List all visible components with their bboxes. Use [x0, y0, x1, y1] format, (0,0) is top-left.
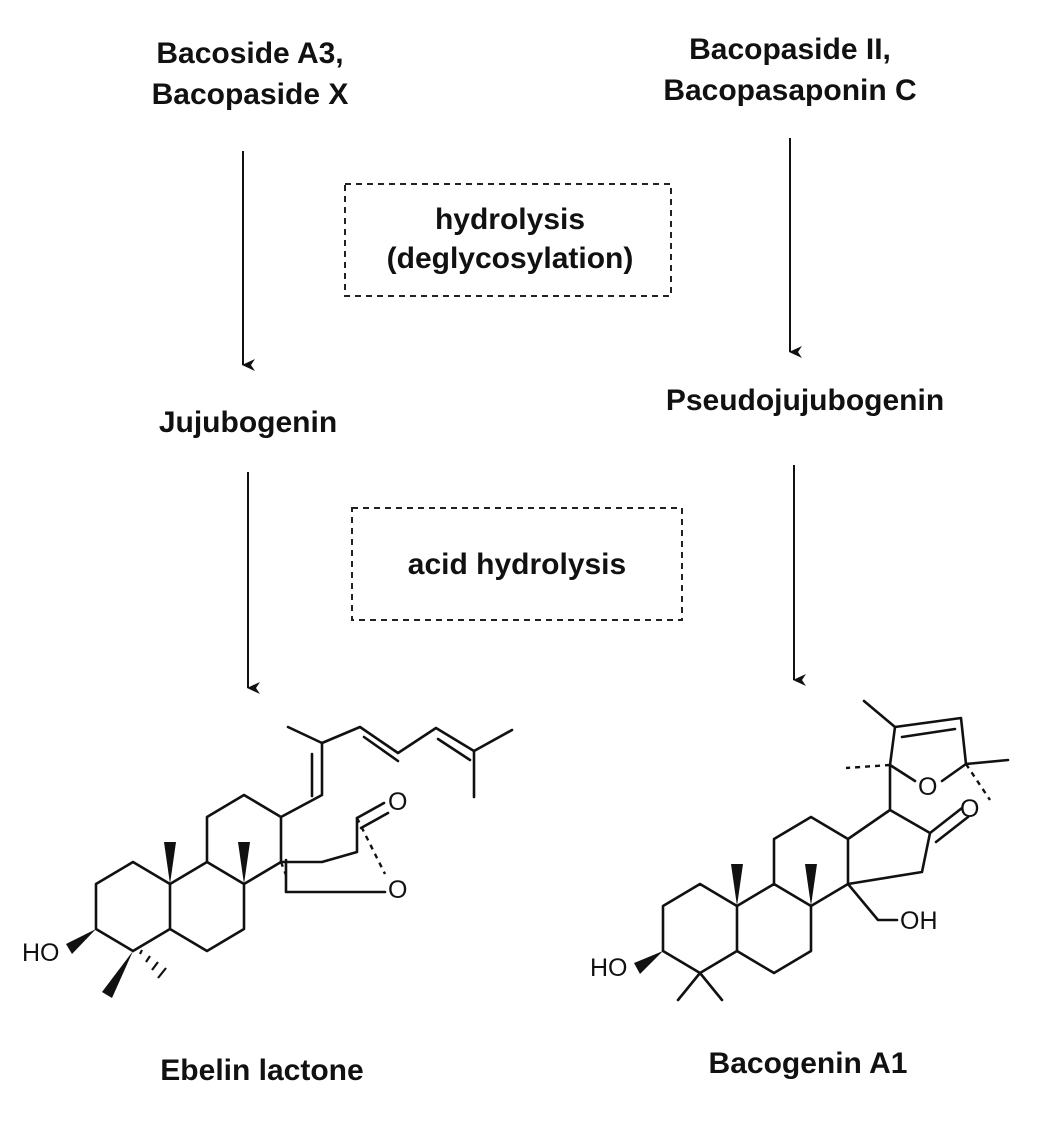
right-start-line-1: Bacopaside II,: [689, 33, 891, 66]
bacogenin-oh-label: OH: [900, 907, 938, 935]
left-start-line-2: Bacopaside X: [152, 78, 349, 111]
left-start-line-1: Bacoside A3,: [156, 37, 343, 70]
ebelin-carbonyl-o: O: [388, 788, 407, 816]
ebelin-ring-o: O: [388, 876, 407, 904]
bacogenin-ring-o: O: [918, 773, 937, 801]
step2-label: acid hydrolysis: [408, 548, 626, 581]
right-product: Bacogenin A1: [709, 1047, 908, 1080]
step1-label-line-2: (deglycosylation): [387, 242, 634, 275]
bacogenin-keto-o: O: [960, 795, 979, 823]
left-product: Ebelin lactone: [160, 1054, 363, 1087]
bacogenin-ho-label: HO: [590, 954, 628, 982]
ebelin-ho-label: HO: [22, 939, 60, 967]
step2-box: [351, 507, 683, 621]
right-start-line-2: Bacopasaponin C: [663, 74, 916, 107]
bacogenin-a1-structure: HO O O OH: [590, 699, 1010, 1002]
left-intermediate: Jujubogenin: [159, 406, 337, 439]
step1-box: [344, 183, 672, 297]
step1-label-line-1: hydrolysis: [435, 203, 585, 236]
right-intermediate: Pseudojujubogenin: [666, 384, 944, 417]
ebelin-lactone-structure: HO O O: [22, 725, 514, 998]
